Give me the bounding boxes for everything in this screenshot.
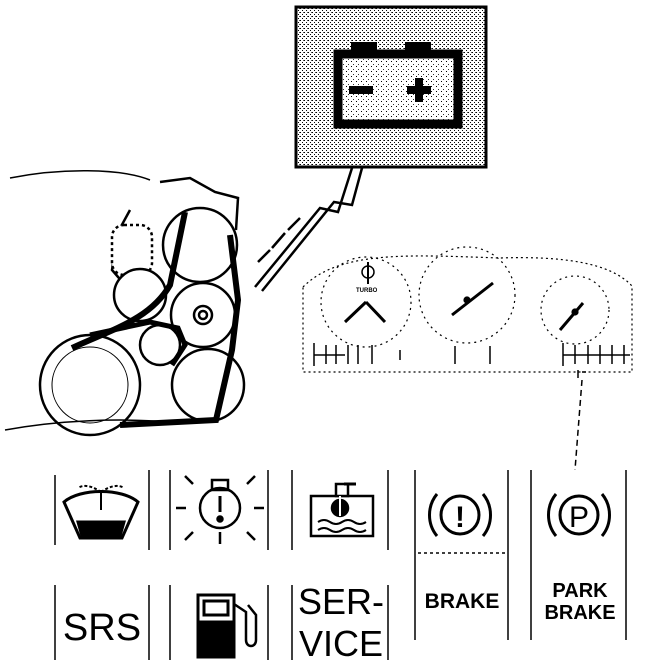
brake-exclaim-symbol: ! (455, 501, 465, 534)
warning-grid-lines (54, 470, 627, 660)
battery-icon: − + (333, 42, 463, 129)
fuel-icon (196, 593, 258, 659)
leader-line (574, 379, 583, 471)
engine-belt-drive (4, 170, 246, 437)
fuel-temp-gauge (540, 275, 610, 345)
battery-minus-label: − (361, 93, 362, 95)
callout-lightning (254, 167, 364, 292)
service-label-line1: SER- (298, 581, 384, 622)
brake-label: BRAKE (425, 590, 500, 613)
brake-warning-icon: ! (428, 493, 492, 537)
battery-inset: − + (294, 5, 488, 169)
service-label-line2: VICE (299, 623, 383, 664)
park-symbol: P (569, 501, 589, 534)
park-brake-icon: P (547, 493, 611, 537)
coolant-level-icon (309, 482, 375, 538)
instrument-cluster: TURBO (302, 246, 633, 378)
park-brake-label-line2: BRAKE (544, 602, 615, 624)
park-brake-label-line1: PARK (552, 580, 608, 602)
tachometer-gauge: TURBO (320, 256, 412, 348)
srs-label: SRS (63, 607, 141, 649)
battery-plus-label: + (419, 97, 420, 99)
speedometer-gauge (418, 246, 516, 344)
tach-label: TURBO (356, 288, 378, 294)
bulb-failure-icon (176, 475, 264, 544)
washer-fluid-icon (62, 484, 140, 540)
cluster-indicator-row (313, 343, 630, 378)
